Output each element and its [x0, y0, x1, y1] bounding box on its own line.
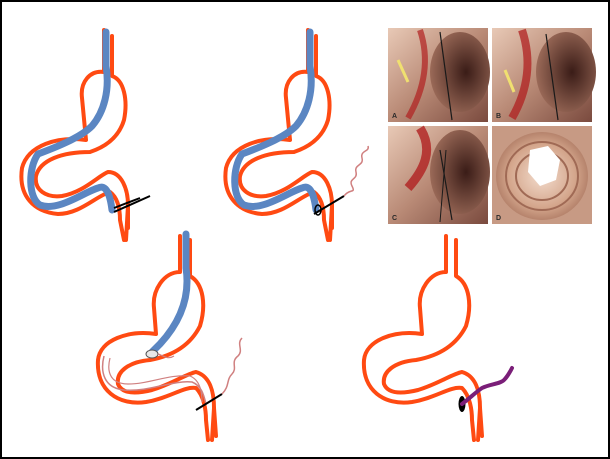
panel-balloon-and-suture-placement: [98, 234, 242, 440]
suture-thread: [344, 146, 368, 196]
panel-scope-in-stomach-with-clip: [21, 30, 150, 240]
photo-label-a: A: [392, 113, 397, 120]
photo-a: A: [388, 28, 490, 122]
endoscopic-photo-grid: A B C D: [388, 28, 596, 224]
photo-d: D: [492, 126, 592, 224]
suture-thread: [222, 338, 242, 394]
suture-thread: [109, 358, 202, 402]
photo-label-c: C: [392, 215, 397, 222]
photo-label-b: B: [496, 113, 501, 120]
endoscope: [235, 32, 316, 210]
photo-b: B: [492, 28, 596, 122]
panel-final-tube-placement: [364, 236, 512, 440]
photo-c: C: [388, 126, 490, 224]
balloon: [146, 350, 158, 358]
panel-scope-with-clip-and-suture: [225, 30, 368, 240]
endoscope: [31, 32, 112, 210]
photo-label-d: D: [496, 215, 501, 222]
